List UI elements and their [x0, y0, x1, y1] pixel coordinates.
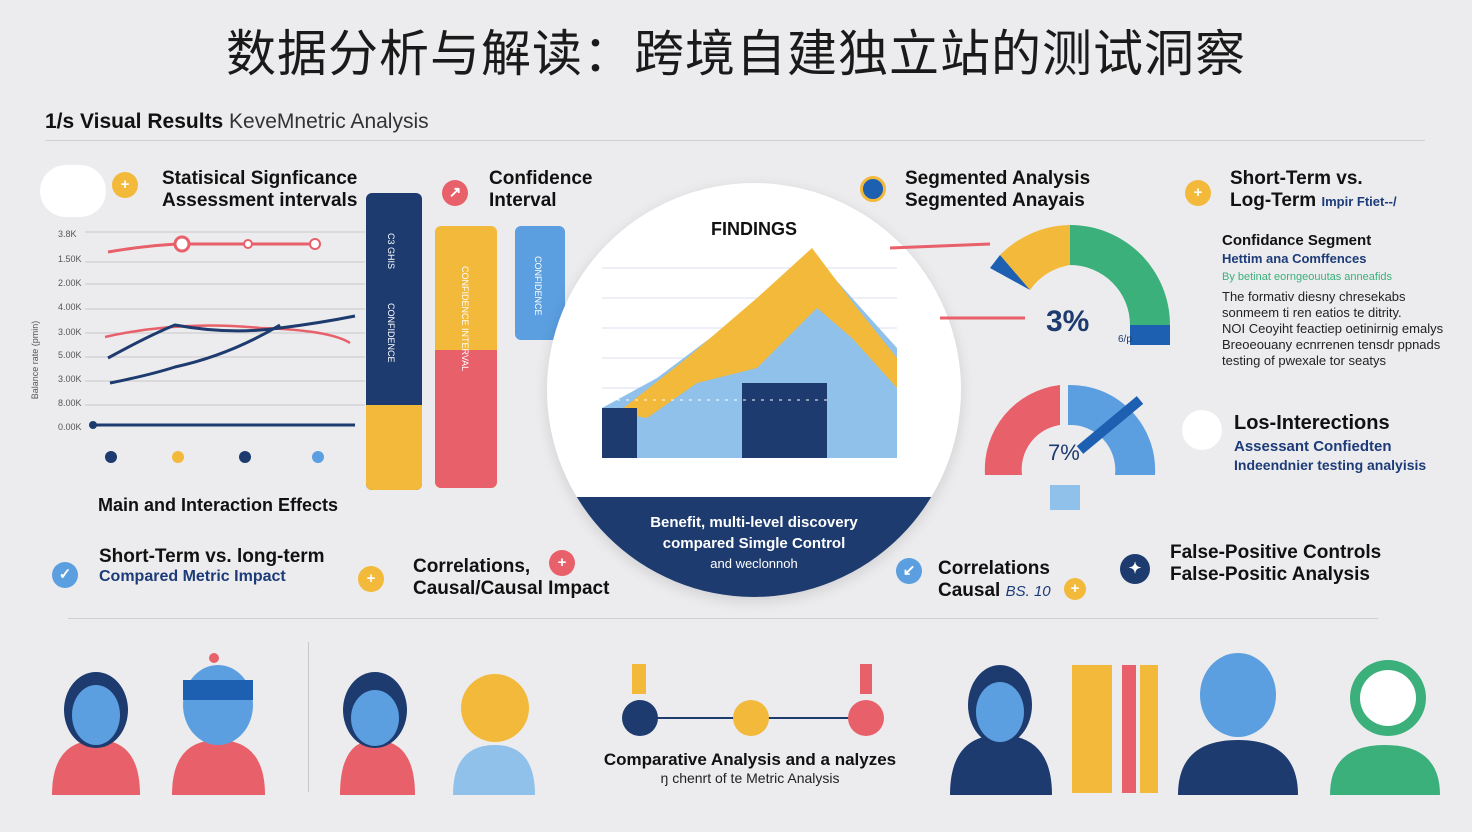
area-yellow: [617, 248, 897, 418]
y-tick: 3.00K: [58, 374, 82, 384]
bar-yellow-red: CONFIDENCE INTERVAL: [435, 226, 497, 488]
plus-icon: +: [1064, 578, 1086, 600]
bar-blue: CONFIDENCE: [515, 226, 565, 340]
person-7: [1330, 660, 1440, 795]
person-5: [950, 665, 1052, 795]
bottom-caption: Comparative Analysis and a nalyzes ŋ che…: [603, 750, 897, 786]
segment-small-label: 6/p: [1118, 334, 1132, 345]
person-6: [1178, 653, 1298, 795]
subtitle: 1/s Visual Results KeveMnetric Analysis: [45, 110, 429, 134]
series-red: [104, 324, 351, 345]
confidence-segment-block: Confidance Segment Hettim ana Comffences…: [1222, 232, 1444, 368]
subtitle-light: KeveMnetric Analysis: [229, 110, 429, 133]
series-red-top: [107, 242, 315, 254]
segment-percent: 3%: [1046, 305, 1090, 338]
subtitle-bold: 1/s Visual Results: [45, 110, 224, 133]
divider: [308, 642, 309, 792]
findings-area-chart: [602, 248, 897, 458]
findings-caption: Benefit, multi-level discovery compared …: [547, 497, 961, 597]
plus-icon: +: [358, 566, 384, 592]
main-effects-label: Main and Interaction Effects: [98, 495, 339, 515]
person-1: [52, 672, 140, 795]
y-tick: 8.00K: [58, 398, 82, 408]
page-title: 数据分析与解读：跨境自建独立站的测试洞察: [226, 25, 1246, 83]
short-long-heading: Short-Term vs.Log-Term Impir Ftiet--/: [1230, 168, 1397, 211]
series-navy-1: [107, 314, 356, 360]
interactions-block: Los-Interections Assessant Confiedten In…: [1234, 412, 1427, 473]
line-chart: [85, 231, 365, 463]
arrow-icon: ↗: [442, 180, 468, 206]
findings-title: FINDINGS: [710, 219, 797, 239]
y-axis-label: Balance rate (pmin): [30, 320, 40, 400]
divider: [45, 140, 1425, 141]
people-illustrations: [52, 653, 1440, 795]
person-icon: ✦: [1120, 554, 1150, 584]
y-tick: 2.00K: [58, 278, 82, 288]
interactions-icon: [1182, 410, 1222, 450]
segment-icon: [860, 176, 886, 202]
plus-icon: +: [1185, 180, 1211, 206]
person-2: [172, 653, 265, 795]
y-tick: 1.50K: [58, 254, 82, 264]
divider: [68, 618, 1378, 619]
y-tick: 0.00K: [58, 422, 82, 432]
arrow-icon: ↙: [896, 558, 922, 584]
person-3: [340, 672, 415, 795]
findings-circle: FINDINGS Benefit, multi-level discovery …: [547, 183, 961, 597]
y-tick: 3.8K: [58, 229, 77, 239]
plus-icon: +: [112, 172, 138, 198]
segment-gauges: [890, 225, 1170, 510]
process-diagram: [622, 664, 884, 736]
gauge-percent: 7%: [1048, 440, 1080, 465]
person-4: [453, 674, 535, 795]
series-navy-2: [109, 323, 281, 385]
y-tick: 4.00K: [58, 302, 82, 312]
check-icon: ✓: [52, 562, 78, 588]
legend-card: [40, 165, 106, 217]
row2-item-2: Correlations,Causal/Causal Impact: [413, 556, 610, 599]
y-tick: 5.00K: [58, 350, 82, 360]
y-tick: 3.00K: [58, 327, 82, 337]
plus-icon: +: [549, 550, 575, 576]
